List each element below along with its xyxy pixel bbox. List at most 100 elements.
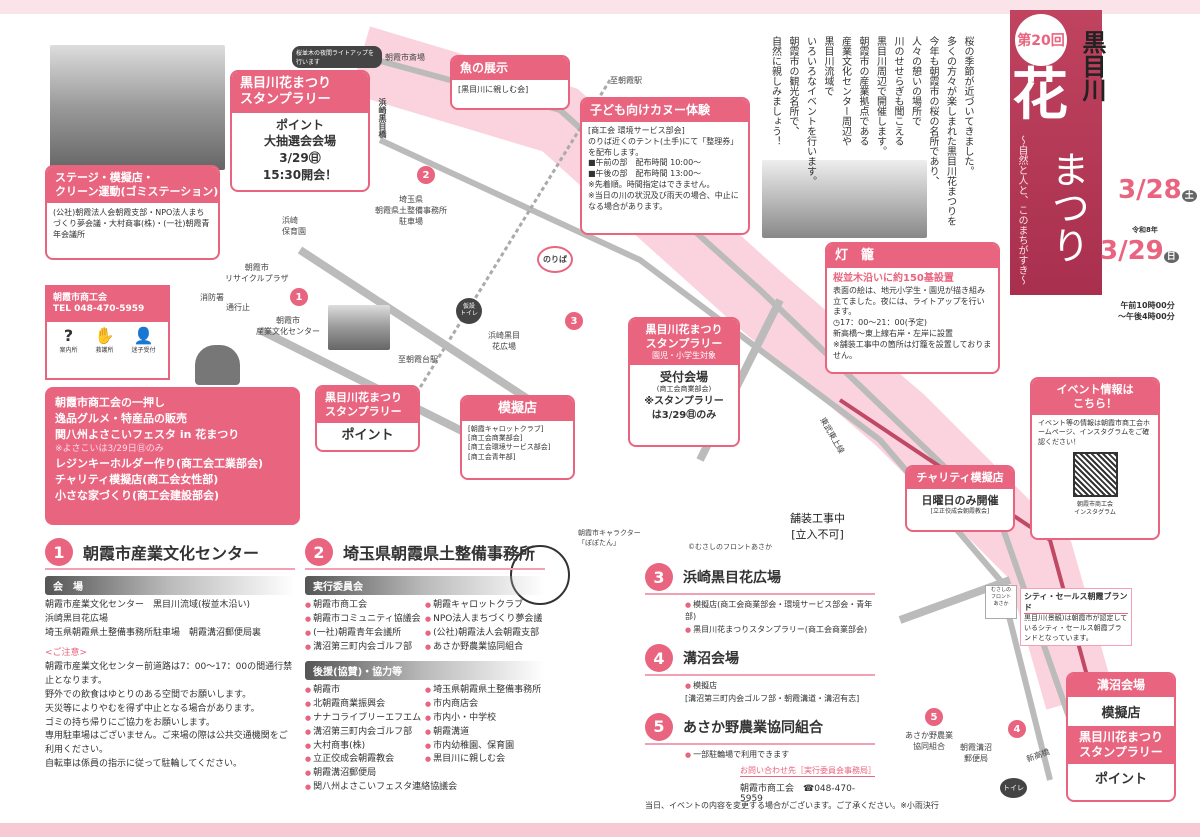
reception-dept: (商工会商業部会) (656, 385, 712, 394)
notice-item: 自転車は係員の指示に従って駐輪してください。 (45, 759, 243, 770)
map-label-bridge: 浜崎黒目橋 (378, 98, 387, 138)
map-label-plaza: 浜崎黒目 花広場 (488, 331, 520, 351)
intro-line: 朝霞市の産業拠点である (857, 36, 868, 146)
notice-item: 専用駐車場はございません。ご来場の際は公共交通機関をご利用ください。 (45, 731, 288, 756)
icon-label: 救護所 (95, 346, 114, 354)
section-4-items: 模擬店 [溝沼第三町内会ゴルフ部・朝霞溝道・溝沼有志] (645, 676, 875, 713)
stage-box: ステージ・模擬店・ クリーン運動(ゴミステーション) (公社)朝霞法人会朝霞支部… (45, 165, 220, 260)
notice-item: 野外での飲食はゆとりのある空間でお願いします。 (45, 689, 252, 700)
intro-line: 桜の季節が近づいてきました。 (962, 36, 973, 176)
promo-box: 朝霞市商工会の一押し 逸品グルメ・特産品の販売 関八州よさこいフェスタ in 花… (45, 387, 300, 525)
venue-item: 浜崎黒目花広場 (45, 613, 109, 624)
lantern-body: 桜並木沿いに約150基設置 表面の絵は、地元小学生・園児が描き組み立てました。夜… (827, 268, 998, 365)
lost-child-icon: 👤迷子受付 (131, 325, 156, 354)
lantern-subtitle: 桜並木沿いに約150基設置 (833, 273, 954, 285)
section-5-items: 一部駐輪場で利用できます (645, 745, 875, 765)
map-label-copyright: ©むさしのフロントあさか (688, 543, 772, 551)
section-title-text: 浜崎黒目花広場 (683, 570, 781, 586)
promo-line: チャリティ模擬店(商工会女性部) (55, 472, 219, 486)
lantern-line: ◷17：00〜21：00(予定) (833, 318, 927, 328)
intro-text: 桜の季節が近づいてきました。多くの方々が楽しまれた黒目川花まつりを今年も朝霞市の… (766, 36, 976, 236)
event-info-title: イベント情報は こちら！ (1032, 379, 1158, 415)
city-sales-title: シティ・セールス朝霞ブランド (1024, 592, 1128, 614)
lantern-line: 新高橋〜東上線右岸・左岸に設置 (833, 328, 953, 338)
map-label-closed: 通行止 (226, 303, 250, 312)
canoe-line: [商工会 環境サービス部会] (588, 126, 685, 135)
canoe-line: のりば近くのテント(土手)にて「整理券」を配布します。 (588, 136, 739, 157)
mascot-popotan (510, 545, 570, 605)
support-item: 大村商事(株) (305, 740, 425, 754)
lantern-line: ※舗装工事中の箇所は灯籠を設置しておりません。 (833, 339, 992, 360)
stamp-rally-box-2: 黒目川花まつり スタンプラリー ポイント (315, 385, 420, 452)
committee-item: NPO法人まちづくり夢会議 (425, 613, 545, 627)
map-pin-5: 5 (925, 708, 943, 726)
stamp-rally-box-1: 黒目川花まつり スタンプラリー ポイント 大抽選会会場 3/29㊐ 15:30開… (230, 70, 370, 192)
toilet-icon: トイレ (1000, 778, 1027, 798)
qr-code[interactable] (1072, 451, 1118, 497)
lantern-line: 表面の絵は、地元小学生・園児が描き組み立てました。夜には、ライトアップを行います… (833, 285, 985, 317)
map-label-market: 朝霞市斎場 (385, 53, 425, 62)
promo-note: ※よさこいは3/29日㊐のみ (55, 443, 164, 454)
committee-item: 朝霞市コミュニティ協議会 (305, 613, 425, 627)
stamp-rally-title: 黒目川花まつり スタンプラリー (232, 72, 368, 113)
river-photo (50, 45, 225, 170)
mogiten-box: 模擬店 [朝霞キャロットクラブ] [商工会商業部会] [商工会環境サービス部会]… (460, 395, 575, 480)
city-sales-body: 黒目川(景観)は朝霞市が認定しているシティ・セールス朝霞ブランドとなっています。 (1024, 614, 1128, 642)
edition-badge: 第20回 (1015, 14, 1067, 66)
venue-item: 埼玉県朝霞県土整備事務所駐車場 朝霞溝沼郵便局裏 (45, 627, 262, 638)
bottom-pink-strip (0, 823, 1200, 837)
intro-line: 黒目川流域で (822, 36, 833, 96)
promo-line: 逸品グルメ・特産品の販売 (55, 411, 187, 425)
city-sales-logo: むさしの フロント あさか (985, 585, 1017, 619)
section-item: 模擬店(商工会商業部会・環境サービス部会・青年部) (685, 599, 875, 624)
stage-title: ステージ・模擬店・ クリーン運動(ゴミステーション) (47, 167, 218, 203)
stamp-rally-header: 黒目川花まつり スタンプラリー園児・小学生対象 (630, 319, 738, 365)
cherry-trees-photo (762, 160, 927, 238)
map-label-noriba[interactable]: のりば (537, 246, 573, 273)
intro-line: 人々の憩いの場所で (909, 36, 921, 126)
shokokai-box: 朝霞市商工会 TEL 048-470-5959 ?案内所 ✋救護所 👤迷子受付 (45, 285, 170, 380)
support-item: 市内幼稚園、保育園 (425, 740, 545, 754)
fish-body: [黒目川に親しむ会] (458, 85, 529, 94)
canoe-line: ※当日の川の状況及び雨天の場合、中止になる場合があります。 (588, 190, 739, 211)
event-info-body: イベント等の情報は朝霞市商工会ホームページ、インスタグラムをご確認ください！ 朝… (1032, 415, 1158, 522)
era: 令和8年 (1132, 226, 1158, 234)
day-1: 土 (1181, 190, 1197, 202)
shokokai-title: 朝霞市商工会 TEL 048-470-5959 (47, 287, 168, 322)
section-number: 2 (305, 538, 333, 566)
stamp-rally-box-3: 黒目川花まつり スタンプラリー園児・小学生対象 受付会場 (商工会商業部会) ※… (628, 317, 740, 447)
charity-day: 日曜日のみ開催 (921, 493, 999, 507)
promo-line: 小さな家づくり(商工会建設部会) (55, 488, 220, 502)
fish-box: 魚の展示 [黒目川に親しむ会] (450, 55, 570, 110)
lantern-box: 灯 籠 桜並木沿いに約150基設置 表面の絵は、地元小学生・園児が描き組み立てま… (825, 242, 1000, 374)
committee-item: 朝霞市商工会 (305, 599, 425, 613)
section-item: 一部駐輪場で利用できます (685, 749, 875, 761)
mizonuma-box: 溝沼会場 模擬店 黒目川花まつり スタンプラリー ポイント (1066, 672, 1176, 802)
notice-heading: <ご注意> (45, 647, 88, 658)
support-item: 朝霞市 (305, 684, 425, 698)
committee-item: (一社)朝霞青年会議所 (305, 627, 425, 641)
notice-item: 朝霞市産業文化センター前道路は7：00〜17：00の間通行禁止となります。 (45, 661, 293, 686)
map-label-mascot: 朝霞市キャラクター 「ぽぽたん」 (578, 529, 641, 547)
map-pin-2: 2 (417, 166, 435, 184)
city-sales-box: シティ・セールス朝霞ブランド 黒目川(景観)は朝霞市が認定しているシティ・セール… (1020, 588, 1132, 647)
title-kurome: 黒目川 (1078, 30, 1106, 102)
section-item: 黒目川花まつりスタンプラリー(商工会商業部会) (685, 624, 875, 636)
support-item: 朝霞溝沼郵便局 (305, 767, 425, 781)
support-item: 朝霞溝道 (425, 726, 545, 740)
venue-heading: 会 場 (45, 576, 295, 595)
date-2-text: 3/29 (1100, 236, 1164, 266)
promo-line: 関八州よさこいフェスタ in 花まつり (55, 427, 240, 441)
icon-label: 迷子受付 (131, 346, 156, 354)
intro-line: 川のせせらぎも聞こえる (892, 36, 903, 146)
qr-label: 朝霞市商工会 インスタグラム (1074, 500, 1116, 517)
charity-title: チャリティ模擬店 (907, 467, 1013, 489)
intro-line: 多くの方々が楽しまれた黒目川花まつりを (944, 36, 956, 226)
map-label-ja: あさか野農業 協同組合 (905, 731, 953, 751)
